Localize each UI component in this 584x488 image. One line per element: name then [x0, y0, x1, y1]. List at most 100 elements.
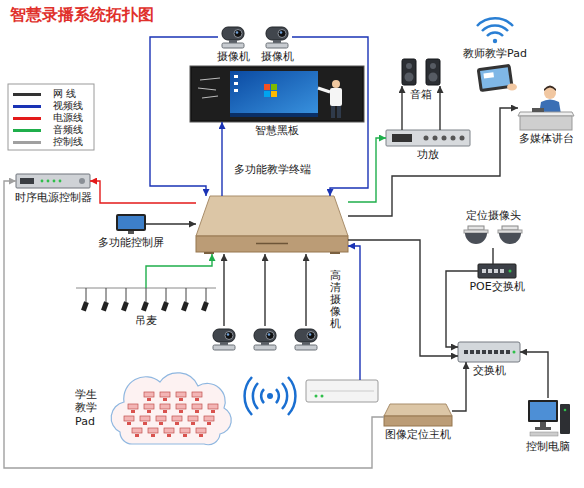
diagram-title: 智慧录播系统拓扑图 [10, 5, 154, 26]
classroom-cloud [180, 428, 190, 437]
ptz-camera [222, 27, 244, 48]
legend-swatch [13, 93, 41, 96]
connector [264, 254, 265, 326]
ceiling-microphone [206, 288, 207, 302]
hd-camera [254, 329, 276, 350]
speaker [426, 59, 440, 85]
wireless-waves [288, 377, 295, 415]
device-node: 时序电源控制器 [16, 174, 90, 188]
ceiling-microphone [106, 288, 107, 302]
network-switch [513, 351, 516, 354]
smart-board [190, 66, 364, 122]
ceiling-microphone [76, 288, 216, 302]
classroom-cloud [188, 416, 198, 425]
connector [439, 86, 440, 130]
ceiling-microphone [126, 288, 127, 302]
legend-row: 电源线 [13, 112, 83, 124]
dome-camera [502, 226, 518, 230]
amplifier [386, 130, 470, 146]
device-label: POE交换机 [468, 280, 525, 293]
amplifier [442, 136, 447, 141]
network-switch [458, 342, 520, 362]
speaker [405, 73, 414, 82]
teacher-tablet [477, 64, 517, 92]
wireless-waves [245, 377, 296, 415]
teaching-terminal [196, 236, 348, 252]
smart-board [198, 78, 220, 98]
connector [452, 362, 466, 411]
ceiling-microphone [201, 301, 209, 311]
device-label: 控制电脑 [525, 440, 571, 453]
power-sequencer [79, 178, 85, 184]
control-screen [116, 214, 146, 234]
legend-swatch [13, 141, 41, 144]
poe-switch [482, 269, 486, 273]
wifi-symbol [477, 18, 513, 36]
connector [348, 138, 386, 202]
device-node: 图像定位主机 [384, 404, 452, 426]
hd-camera [213, 329, 235, 350]
power-sequencer [47, 180, 50, 183]
ceiling-microphone [121, 301, 129, 311]
classroom-cloud [208, 404, 218, 413]
ceiling-microphone [81, 301, 89, 311]
power-sequencer [53, 180, 56, 183]
wireless-access-point [310, 391, 374, 392]
control-computer [528, 400, 558, 422]
connector [305, 254, 306, 326]
classroom-cloud [124, 416, 134, 425]
legend-row: 控制线 [13, 136, 83, 148]
wireless-access-point [315, 395, 318, 398]
connector [348, 108, 518, 216]
network-switch [500, 350, 504, 354]
classroom-cloud [148, 428, 158, 437]
smart-board [271, 84, 277, 90]
classroom-cloud [192, 392, 202, 401]
control-screen [116, 214, 146, 231]
connector [146, 223, 196, 224]
classroom-cloud [196, 428, 206, 437]
connector [146, 254, 212, 288]
legend-text: 视频线 [53, 100, 83, 112]
smart-board [192, 68, 362, 120]
device-label: 多功能控制屏 [97, 236, 165, 249]
ceiling-microphone [186, 288, 187, 302]
teaching-terminal [196, 196, 348, 236]
power-sequencer [20, 178, 34, 184]
device-label: 音箱 [409, 88, 433, 101]
connector [223, 254, 224, 326]
speaker [406, 63, 412, 69]
device-node: 教师教学Pad [472, 62, 518, 92]
power-sequencer [16, 174, 90, 188]
teacher-tablet [507, 84, 517, 91]
hd-camera [254, 329, 276, 350]
device-label: 功放 [416, 148, 440, 161]
speaker [430, 63, 436, 69]
classroom-cloud [140, 416, 150, 425]
legend-row: 音频线 [13, 124, 83, 136]
device-label: 摄像机 [216, 50, 251, 63]
ceiling-microphone [181, 301, 189, 311]
ptz-camera [266, 27, 288, 48]
network-switch [464, 350, 468, 354]
network-switch [476, 350, 480, 354]
device-node: 吊麦 [76, 288, 216, 312]
classroom-cloud [192, 404, 202, 413]
amplifier [424, 136, 429, 141]
dome-camera [468, 226, 484, 230]
legend-row: 视频线 [13, 100, 83, 112]
legend: 网 线视频线电源线音频线控制线 [13, 88, 83, 148]
classroom-cloud [128, 404, 138, 413]
wifi-symbol [493, 39, 497, 43]
power-sequencer [16, 174, 90, 188]
smart-board [332, 80, 340, 88]
device-node: 高清摄像机 [206, 326, 324, 352]
poe-switch [494, 269, 498, 273]
control-computer [535, 427, 551, 430]
wireless-waves [261, 389, 264, 403]
power-sequencer [41, 180, 44, 183]
control-computer [530, 402, 556, 420]
device-node: 控制电脑 [526, 398, 570, 438]
device-node: POE交换机 [478, 264, 516, 278]
